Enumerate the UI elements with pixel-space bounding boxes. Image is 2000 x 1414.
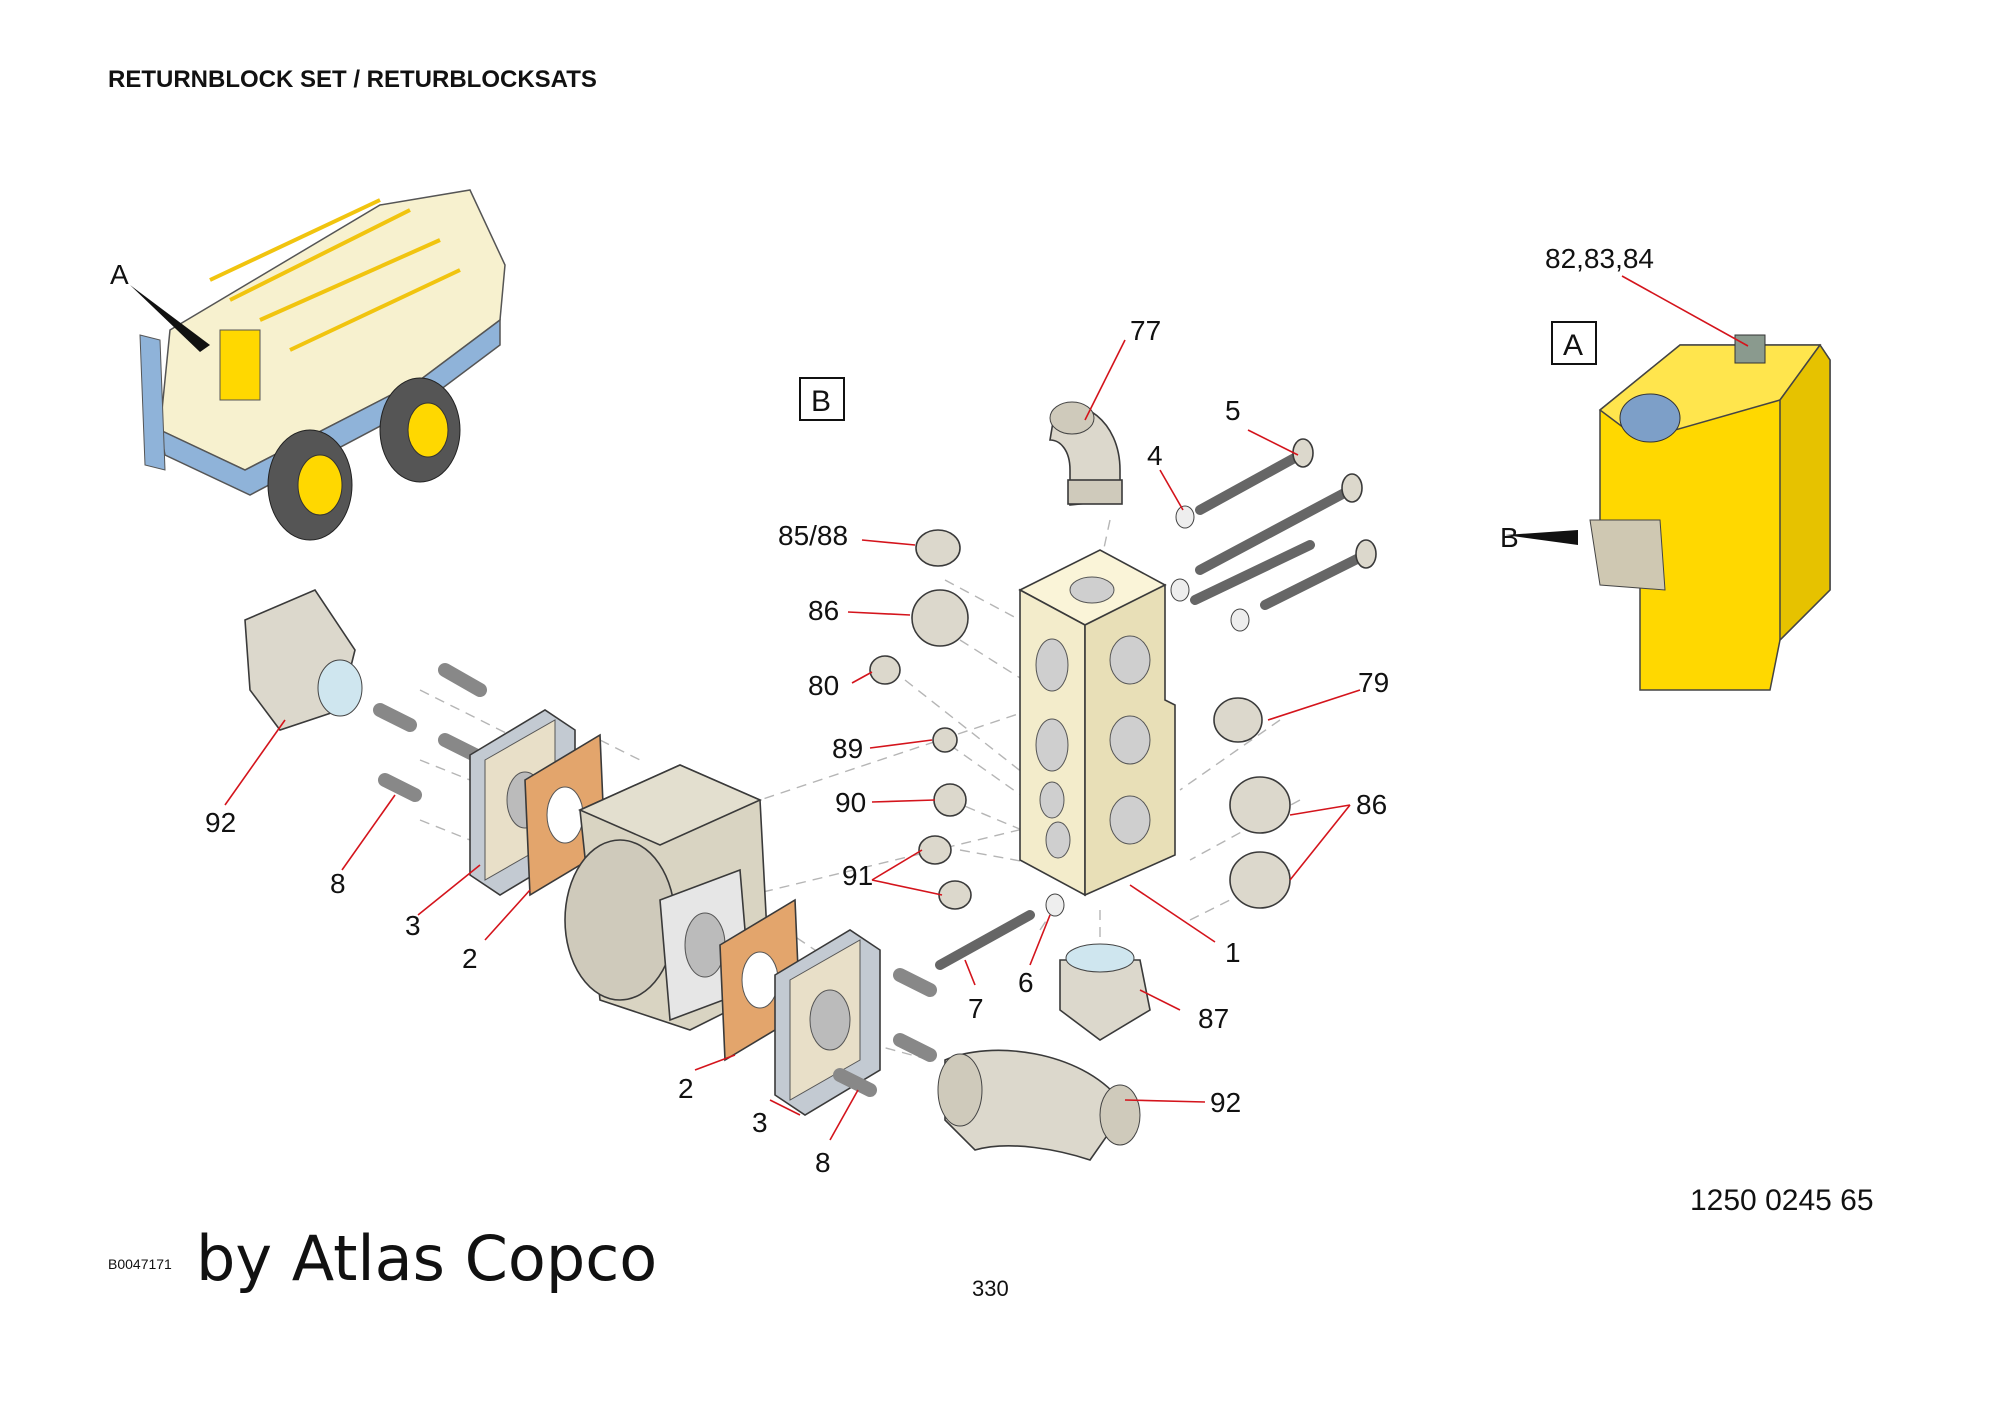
callout-86-left: 86	[808, 595, 839, 626]
nipple-91-lower	[938, 880, 972, 910]
view-box-a	[1551, 321, 1597, 365]
callout-2-lower: 2	[678, 1073, 694, 1104]
elbow-fitting-77	[1049, 401, 1123, 506]
callout-85-88: 85/88	[778, 520, 848, 551]
callout-80: 80	[808, 670, 839, 701]
callout-8-lower: 8	[815, 1147, 831, 1178]
callout-2-upper: 2	[462, 943, 478, 974]
callout-89: 89	[832, 733, 863, 764]
plug-89	[932, 727, 958, 753]
page-number: 330	[972, 1276, 1009, 1301]
drawing-code: B0047171	[108, 1256, 172, 1272]
cap-screws-8-lower	[833, 968, 937, 1097]
callout-7: 7	[968, 993, 984, 1024]
hydraulic-tank-illustration	[1505, 334, 1831, 691]
callout-5: 5	[1225, 395, 1241, 426]
callout-90: 90	[835, 787, 866, 818]
callout-8-upper: 8	[330, 868, 346, 899]
overview-pointer-label: A	[110, 259, 129, 290]
view-label-a: A	[1563, 329, 1583, 362]
footer-brand: by Atlas Copco	[196, 1222, 658, 1295]
fitting-87	[1059, 943, 1151, 1041]
callout-77: 77	[1130, 315, 1161, 346]
callout-6: 6	[1018, 967, 1034, 998]
fitting-86-right-upper	[1229, 776, 1291, 834]
page-title: RETURNBLOCK SET / RETURBLOCKSATS	[108, 66, 597, 93]
callout-79: 79	[1358, 667, 1389, 698]
callout-92-upper: 92	[205, 807, 236, 838]
fitting-86-right-lower	[1229, 851, 1291, 909]
part-number: 1250 0245 65	[1690, 1184, 1874, 1217]
view-box-b	[799, 377, 845, 421]
plug-79	[1213, 697, 1263, 743]
view-label-b: B	[811, 385, 831, 418]
callout-3-lower: 3	[752, 1107, 768, 1138]
plug-90	[933, 783, 967, 817]
machine-overview-illustration	[130, 189, 506, 541]
callout-82-83-84: 82,83,84	[1545, 243, 1654, 274]
plug-85-88	[915, 529, 961, 567]
callout-1: 1	[1225, 937, 1241, 968]
nipple-91-upper	[918, 835, 952, 865]
elbow-fitting-92-lower	[937, 1049, 1141, 1161]
callout-87: 87	[1198, 1003, 1229, 1034]
callout-91: 91	[842, 860, 873, 891]
leader-82-83-84	[1621, 275, 1749, 347]
washer-6	[1045, 893, 1065, 917]
tank-pointer-label: B	[1500, 522, 1519, 553]
callout-4: 4	[1147, 440, 1163, 471]
callout-3-upper: 3	[405, 910, 421, 941]
fitting-86-left	[911, 589, 969, 647]
cap-screws-8-upper	[373, 663, 487, 802]
fitting-92-upper	[244, 589, 363, 731]
callout-86-right: 86	[1356, 789, 1387, 820]
bolt-7	[935, 910, 1035, 970]
bolts-5	[1170, 438, 1377, 632]
callout-92-lower: 92	[1210, 1087, 1241, 1118]
plug-80	[869, 655, 901, 685]
flange-3-lower	[774, 929, 881, 1116]
return-block	[1018, 549, 1176, 897]
callout-leaders	[224, 339, 1361, 1141]
